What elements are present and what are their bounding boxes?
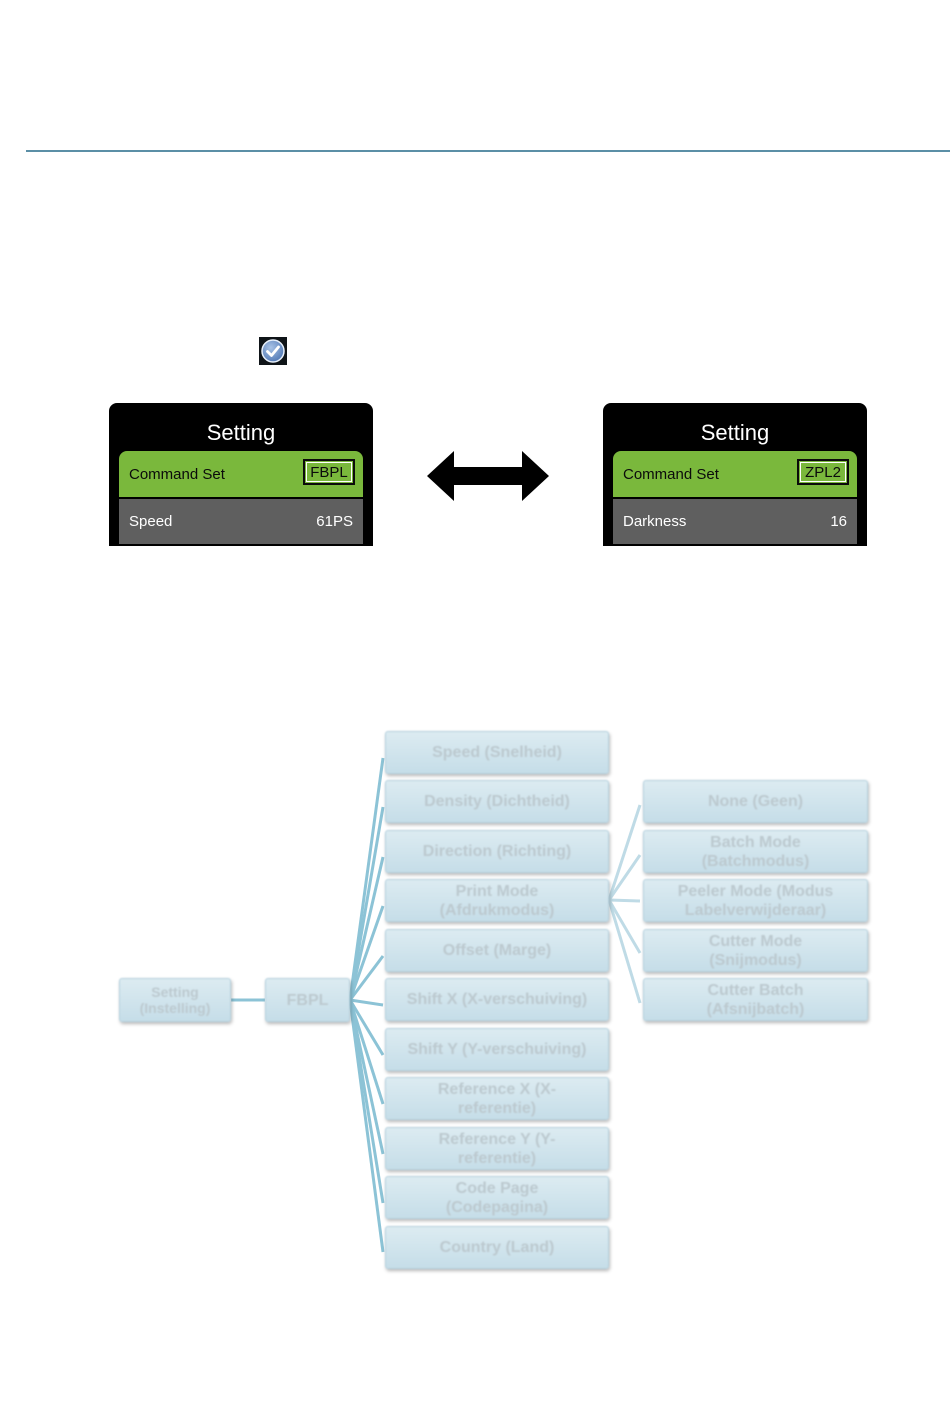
- speed-row[interactable]: Speed 61PS: [119, 499, 363, 544]
- connector: [348, 999, 385, 1056]
- node-cutter-mode[interactable]: Cutter Mode (Snijmodus): [643, 929, 868, 972]
- header-rule: [26, 150, 950, 152]
- speed-value: 61PS: [316, 513, 353, 530]
- darkness-value: 16: [830, 513, 847, 530]
- screen-title: Setting: [206, 420, 276, 445]
- connector: [607, 899, 642, 1004]
- command-set-value-box: ZPL2: [797, 459, 849, 485]
- node-reference-y[interactable]: Reference Y (Y-referentie): [385, 1127, 609, 1170]
- node-offset[interactable]: Offset (Marge): [385, 929, 609, 972]
- connector: [348, 905, 385, 1001]
- screen-title: Setting: [700, 420, 770, 445]
- node-direction[interactable]: Direction (Richting): [385, 830, 609, 873]
- command-set-value-box: FBPL: [303, 459, 355, 485]
- node-none[interactable]: None (Geen): [643, 780, 868, 823]
- connector: [348, 806, 385, 1001]
- node-shift-x[interactable]: Shift X (X-verschuiving): [385, 978, 609, 1021]
- connector: [607, 854, 642, 901]
- node-print-mode[interactable]: Print Mode (Afdrukmodus): [385, 879, 609, 922]
- node-country[interactable]: Country (Land): [385, 1226, 609, 1269]
- command-set-row[interactable]: Command Set FBPL: [119, 451, 363, 497]
- node-shift-y[interactable]: Shift Y (Y-verschuiving): [385, 1028, 609, 1071]
- connector: [348, 955, 385, 1001]
- darkness-row[interactable]: Darkness 16: [613, 499, 857, 544]
- connector: [348, 856, 385, 1001]
- check-circle-icon: [259, 337, 287, 365]
- node-code-page[interactable]: Code Page (Codepagina): [385, 1176, 609, 1219]
- connector: [608, 898, 641, 903]
- lcd-screen-zpl2: Setting Command Set ZPL2 Darkness 16: [603, 403, 867, 546]
- node-cutter-batch[interactable]: Cutter Batch (Afsnijbatch): [643, 978, 868, 1021]
- lcd-screen-fbpl: Setting Command Set FBPL Speed 61PS: [109, 403, 373, 546]
- double-arrow-icon: [427, 451, 549, 501]
- connector: [607, 804, 642, 901]
- node-reference-x[interactable]: Reference X (X-referentie): [385, 1077, 609, 1120]
- command-set-row[interactable]: Command Set ZPL2: [613, 451, 857, 497]
- node-fbpl[interactable]: FBPL: [265, 978, 350, 1022]
- node-density[interactable]: Density (Dichtheid): [385, 780, 609, 823]
- node-setting-root[interactable]: Setting (Instelling): [119, 978, 231, 1022]
- darkness-label: Darkness: [623, 513, 687, 530]
- command-set-label: Command Set: [129, 466, 225, 483]
- node-peeler-mode[interactable]: Peeler Mode (Modus Labelverwijderaar): [643, 879, 868, 922]
- command-set-label: Command Set: [623, 466, 719, 483]
- connector: [607, 899, 642, 954]
- speed-label: Speed: [129, 513, 173, 530]
- node-speed[interactable]: Speed (Snelheid): [385, 731, 609, 774]
- connector: [348, 999, 385, 1105]
- connector: [348, 999, 385, 1253]
- connector: [349, 998, 384, 1007]
- node-batch-mode[interactable]: Batch Mode (Batchmodus): [643, 830, 868, 873]
